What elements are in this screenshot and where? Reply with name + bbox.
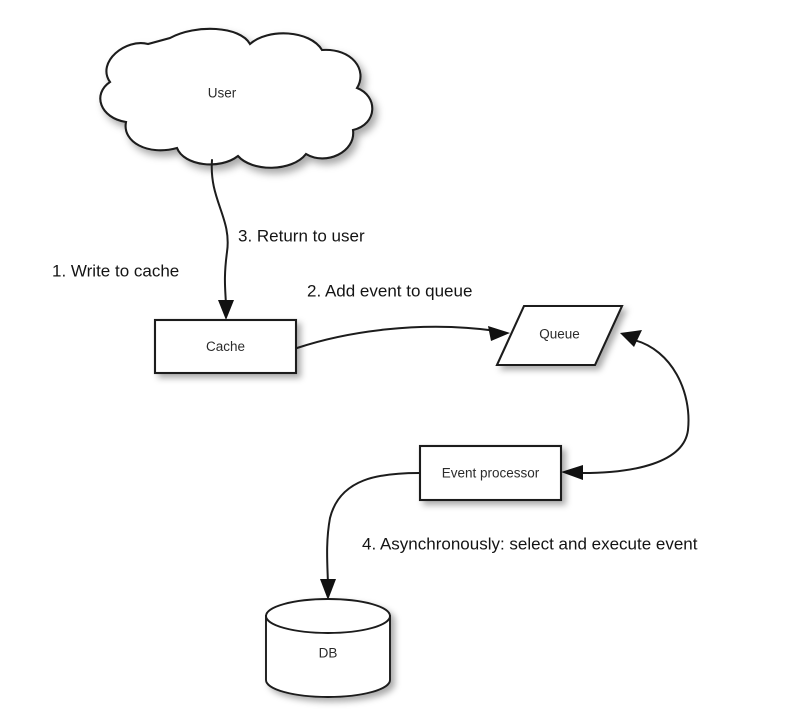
node-user[interactable]: User	[99, 27, 374, 169]
edge-user-to-cache[interactable]	[210, 159, 234, 320]
cache-box	[153, 318, 298, 375]
node-event-processor[interactable]: Event processor	[418, 444, 563, 502]
node-db-label: DB	[319, 646, 338, 661]
step-label-3: 3. Return to user	[238, 226, 365, 245]
edge-user-to-cache-path	[210, 159, 229, 310]
edge-queue-to-processor-arrowhead	[561, 465, 583, 480]
edge-cache-to-queue-path	[296, 325, 498, 349]
edge-processor-to-db-path	[326, 472, 420, 589]
node-event-processor-label: Event processor	[442, 466, 540, 481]
step-label-4: 4. Asynchronously: select and execute ev…	[362, 534, 698, 553]
edge-processor-to-db[interactable]	[320, 472, 420, 600]
edge-processor-to-queue-arrowhead	[620, 330, 642, 347]
edge-processor-to-queue-path	[574, 339, 690, 475]
node-cache-label: Cache	[206, 339, 245, 354]
edge-processor-to-db-arrowhead	[320, 579, 336, 600]
node-db[interactable]: DB	[265, 598, 391, 698]
node-user-label: User	[208, 86, 237, 101]
cloud-shape	[99, 27, 374, 169]
edge-cache-to-queue-arrowhead	[488, 326, 510, 341]
edge-queue-to-processor-head[interactable]	[561, 465, 583, 480]
event-processor-box	[418, 444, 563, 502]
queue-parallelogram	[495, 304, 624, 367]
db-cylinder	[265, 598, 391, 698]
edge-user-to-cache-arrowhead	[218, 300, 234, 320]
node-queue[interactable]: Queue	[495, 304, 624, 367]
step-label-2: 2. Add event to queue	[307, 281, 472, 300]
node-queue-label: Queue	[539, 327, 580, 342]
edge-cache-to-queue[interactable]	[296, 325, 510, 349]
step-label-1: 1. Write to cache	[52, 261, 179, 280]
node-cache[interactable]: Cache	[153, 318, 298, 375]
edge-processor-to-queue[interactable]	[574, 330, 690, 475]
